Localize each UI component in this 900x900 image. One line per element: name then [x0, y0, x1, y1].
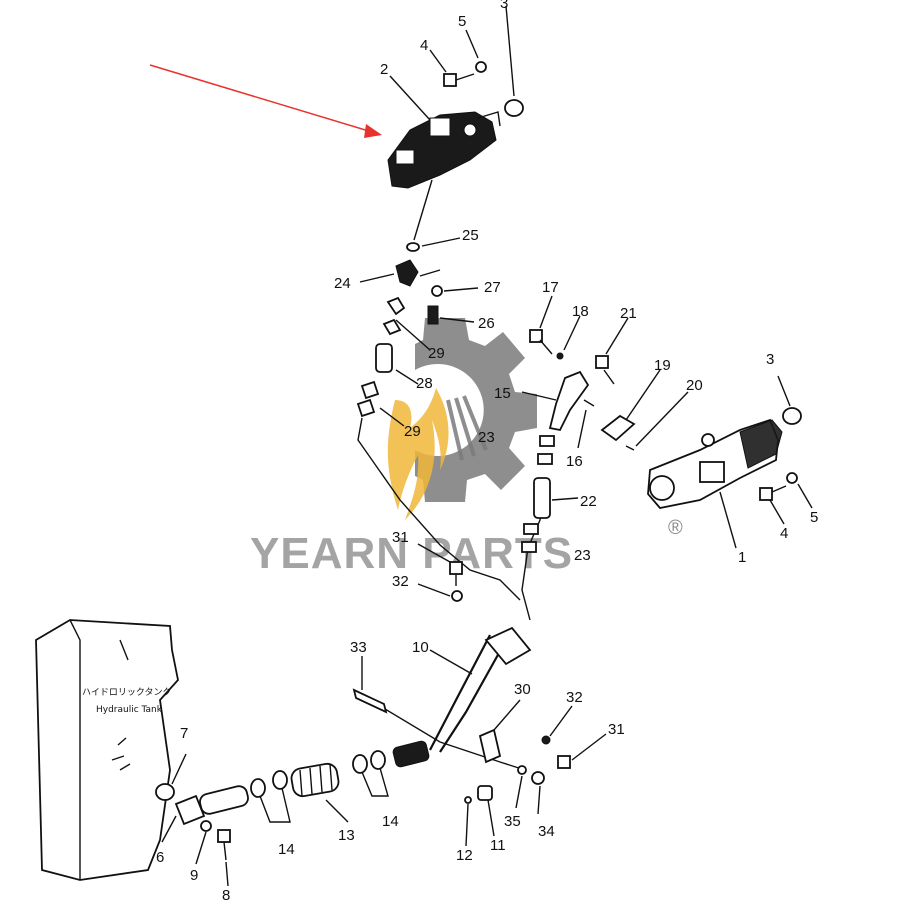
label-5-right: 5 [810, 509, 818, 526]
watermark-logo: YEARN PARTS ® [250, 318, 683, 578]
label-19: 19 [654, 357, 671, 374]
o-ring-25 [406, 242, 420, 252]
label-28: 28 [416, 375, 433, 392]
label-3-top: 3 [500, 0, 508, 12]
label-8: 8 [222, 887, 230, 900]
label-24: 24 [334, 275, 351, 292]
watermark-gear-icon [415, 318, 537, 502]
label-17: 17 [542, 279, 559, 296]
label-1: 1 [738, 549, 746, 566]
tube-15 [548, 370, 590, 432]
label-9: 9 [190, 867, 198, 884]
clip-33 [352, 688, 388, 714]
label-32-upper: 32 [392, 573, 409, 590]
right-o-ring-3 [782, 407, 802, 425]
label-14-left: 14 [278, 841, 295, 858]
label-26: 26 [478, 315, 495, 332]
connector-28-29 [356, 296, 406, 418]
label-15: 15 [494, 385, 511, 402]
plug-26 [427, 305, 439, 325]
hydraulic-tank: ハイドロリックタンク Hydraulic Tank [35, 619, 179, 881]
label-11: 11 [490, 837, 506, 854]
fittings-23-lower [521, 523, 539, 553]
label-22: 22 [580, 493, 597, 510]
label-29-upper: 29 [428, 345, 445, 362]
o-ring-16 [583, 399, 595, 407]
label-14-right: 14 [382, 813, 399, 830]
tank-label-en: Hydraulic Tank [96, 705, 163, 715]
clamps-14-left [250, 770, 288, 798]
label-34: 34 [538, 823, 555, 840]
part-labels: 1 2 3 3 4 4 5 5 6 7 8 9 10 11 12 13 14 1… [156, 0, 818, 900]
leader-lines [161, 5, 813, 887]
washer-35 [517, 765, 527, 775]
label-7: 7 [180, 725, 188, 742]
washer-32-lower [541, 735, 551, 745]
plug-11 [477, 785, 493, 801]
top-washer-5 [475, 61, 487, 73]
washer-32-upper [451, 590, 463, 602]
label-21: 21 [620, 305, 637, 322]
label-16: 16 [566, 453, 583, 470]
label-32-lower: 32 [566, 689, 583, 706]
flange-6 [174, 794, 206, 826]
right-bolt-4 [759, 485, 787, 501]
label-4-top: 4 [420, 37, 428, 54]
label-35: 35 [504, 813, 521, 830]
fitting-bottom [392, 740, 430, 768]
red-pointer-arrow-icon [149, 64, 382, 138]
tank-label-jp: ハイドロリックタンク [82, 687, 171, 698]
label-18: 18 [572, 303, 589, 320]
top-bolt-4 [443, 73, 475, 87]
bolt-17 [529, 329, 553, 355]
label-31-lower: 31 [608, 721, 625, 738]
right-washer-5 [786, 472, 798, 484]
hose-13 [290, 762, 340, 798]
bolt-31-upper [449, 561, 463, 586]
o-ring-12 [464, 796, 472, 804]
o-ring-7 [155, 783, 175, 801]
label-33: 33 [350, 639, 367, 656]
top-o-ring-3 [504, 99, 524, 117]
o-ring-20 [625, 445, 635, 451]
label-23-lower: 23 [574, 547, 591, 564]
nut-34 [531, 771, 545, 785]
watermark-flame-icon [387, 388, 488, 520]
flange-19 [600, 414, 636, 442]
label-29-lower: 29 [404, 423, 421, 440]
elbow-fitting-24 [395, 259, 441, 287]
label-31-upper: 31 [392, 529, 409, 546]
label-30: 30 [514, 681, 531, 698]
label-5-top: 5 [458, 13, 466, 30]
label-13: 13 [338, 827, 355, 844]
label-2: 2 [380, 61, 388, 78]
label-27: 27 [484, 279, 501, 296]
hose-22 [533, 477, 551, 519]
right-hydraulic-pump [647, 418, 783, 509]
label-6: 6 [156, 849, 164, 866]
bolt-31-lower [557, 755, 571, 769]
pipe-10-end [484, 626, 532, 666]
label-3-right: 3 [766, 351, 774, 368]
watermark-brand-text: YEARN PARTS [250, 529, 573, 578]
bolt-21 [595, 355, 615, 385]
watermark-registered-mark: ® [668, 517, 683, 539]
top-hydraulic-pump [387, 111, 501, 189]
label-4-right: 4 [780, 525, 788, 542]
bracket-30 [478, 728, 502, 764]
label-25: 25 [462, 227, 479, 244]
label-20: 20 [686, 377, 703, 394]
washer-9 [200, 820, 212, 832]
clamps-14-right [352, 750, 386, 774]
fittings-23-upper [537, 435, 555, 465]
label-10: 10 [412, 639, 429, 656]
bolt-8 [217, 829, 231, 861]
pipe-bottom [199, 785, 249, 815]
label-23-upper: 23 [478, 429, 495, 446]
seal-27 [431, 285, 443, 297]
label-12: 12 [456, 847, 473, 864]
washer-18 [556, 352, 564, 360]
